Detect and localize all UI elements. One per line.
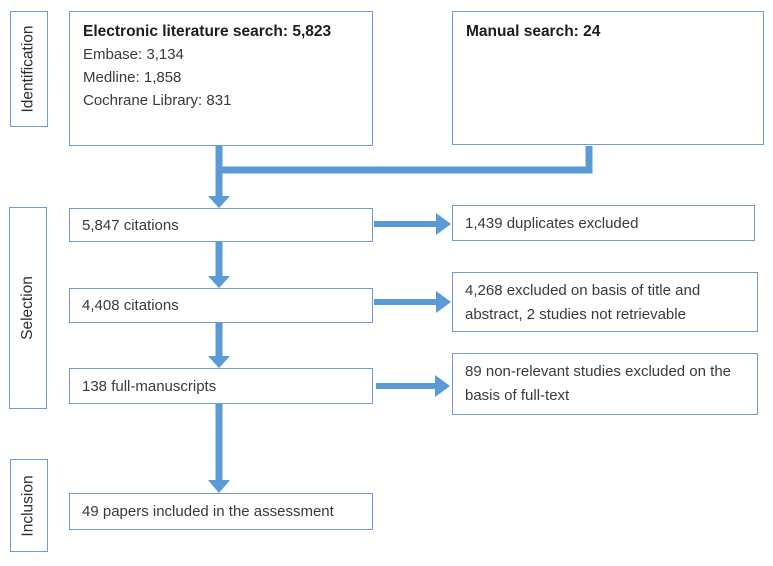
box-citations-deduped: 4,408 citations [69,288,373,323]
box-duplicates-excluded: 1,439 duplicates excluded [452,205,755,241]
arrow-deduped-to-fullms [208,323,230,368]
arrow-fullms-to-fulltext-excluded [376,375,450,397]
fulltext-excluded-text: 89 non-relevant studies excluded on the … [465,363,732,404]
title-abstract-excluded-text: 4,268 excluded on basis of title and abs… [465,282,701,323]
box-fulltext-excluded: 89 non-relevant studies excluded on the … [452,353,758,415]
arrow-citations-to-deduped [208,242,230,288]
box-included: 49 papers included in the assessment [69,493,373,530]
electronic-search-title: Electronic literature search: 5,823 [83,23,332,40]
box-citations-initial: 5,847 citations [69,208,373,242]
included-text: 49 papers included in the assessment [82,503,334,520]
stage-label-inclusion-text: Inclusion [20,474,37,537]
connector-manual-search-elbow [215,146,593,174]
electronic-search-line-cochrane: Cochrane Library: 831 [83,92,232,109]
citations-initial-text: 5,847 citations [82,216,179,234]
stage-label-identification-text: Identification [20,25,37,113]
arrow-fullms-to-included [208,404,230,493]
electronic-search-line-embase: Embase: 3,134 [83,46,184,63]
stage-label-identification: Identification [10,11,48,127]
box-electronic-search: Electronic literature search: 5,823 Emba… [69,11,373,146]
box-manual-search: Manual search: 24 [452,11,764,145]
duplicates-excluded-text: 1,439 duplicates excluded [465,214,639,232]
stage-label-inclusion: Inclusion [10,459,48,552]
manual-search-title: Manual search: 24 [466,23,601,40]
stage-label-selection-text: Selection [19,276,37,340]
arrow-citations-to-duplicates [374,213,451,235]
box-full-manuscripts: 138 full-manuscripts [69,368,373,404]
full-manuscripts-text: 138 full-manuscripts [82,377,217,395]
arrow-search-to-citations [208,146,230,208]
box-title-abstract-excluded: 4,268 excluded on basis of title and abs… [452,272,758,332]
stage-label-selection: Selection [9,207,47,409]
citations-deduped-text: 4,408 citations [82,297,179,314]
arrow-deduped-to-excluded [374,291,451,313]
electronic-search-line-medline: Medline: 1,858 [83,69,182,86]
